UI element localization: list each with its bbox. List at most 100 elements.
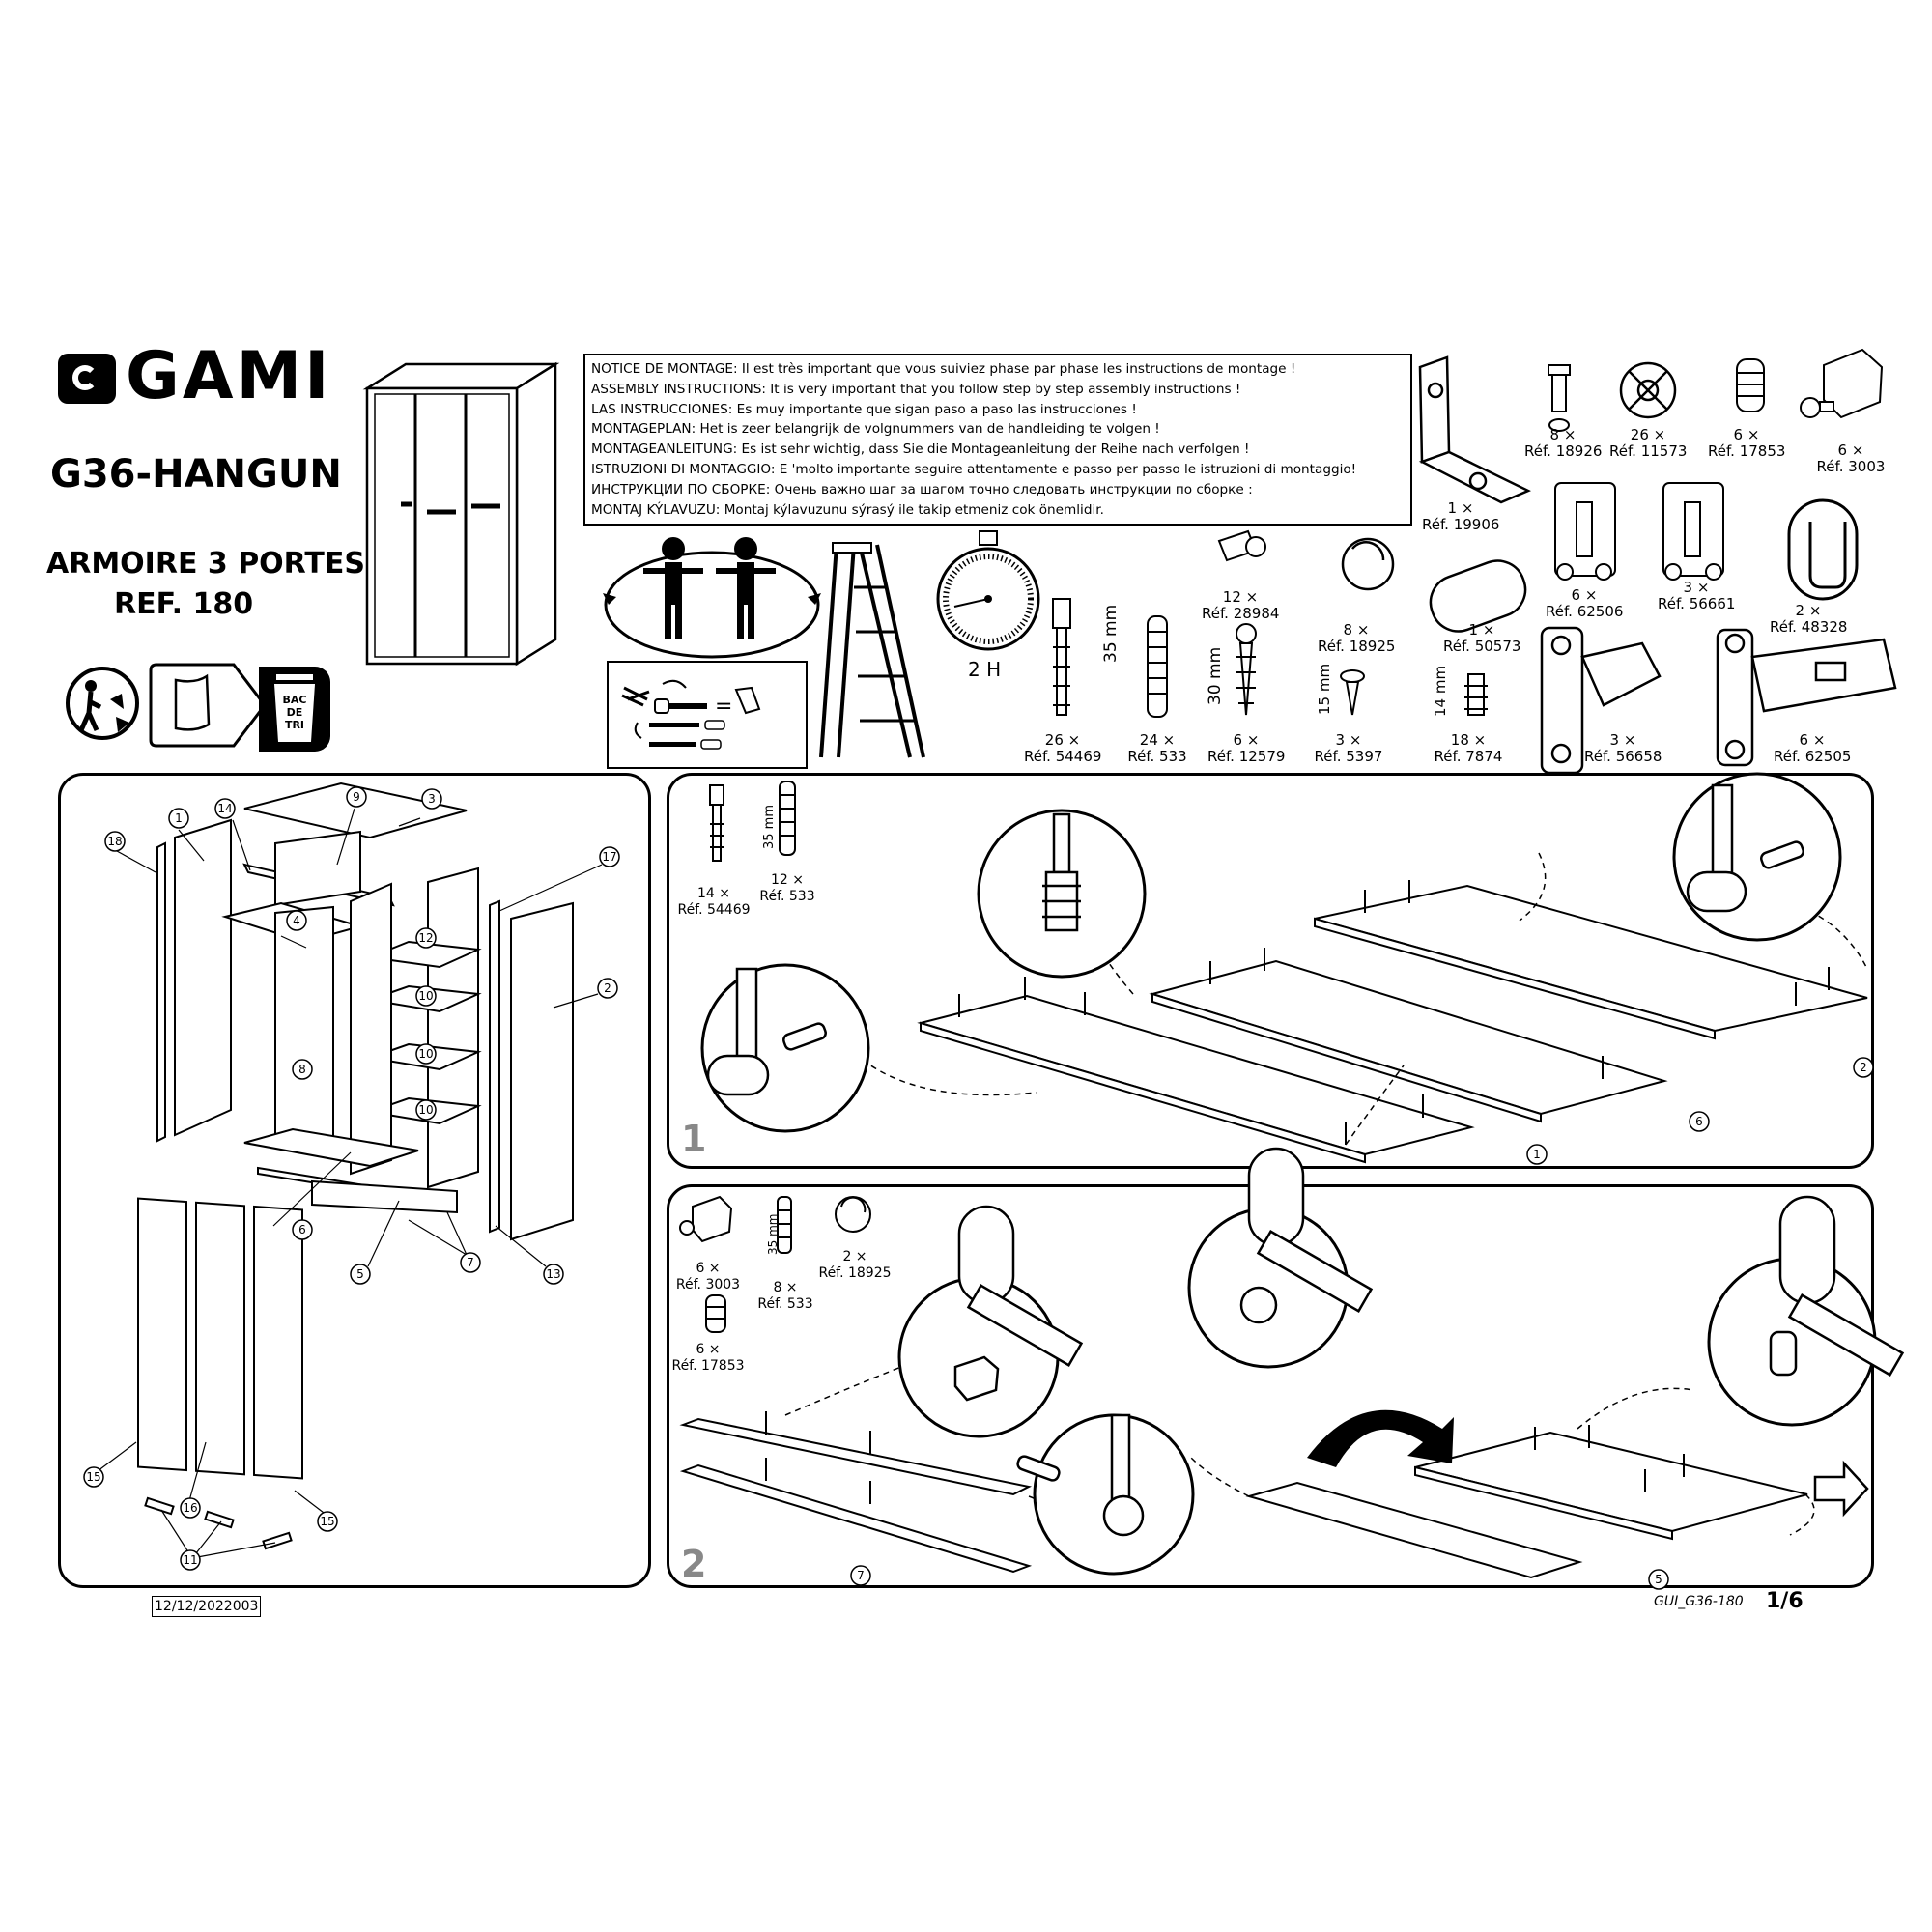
step-1-callout-6: 6 [1695, 1115, 1703, 1128]
callout-16: 16 [183, 1501, 197, 1515]
cam-lock-icon [1619, 361, 1677, 419]
screw-30mm-icon [1236, 623, 1257, 716]
connector-block-icon [1800, 348, 1884, 419]
screw30-size-label: 30 mm [1206, 646, 1225, 705]
notice-line-it: ISTRUZIONI DI MONTAGGIO: E 'molto import… [591, 461, 1357, 477]
brand-name: GAMI [126, 338, 332, 414]
notice-line-de: MONTAGEANLEITUNG: Es ist sehr wichtig, d… [591, 441, 1250, 458]
notice-line-ru: ИНСТРУКЦИИ ПО СБОРКЕ: Очень важно шаг за… [591, 481, 1253, 497]
shelf-support-icon [1217, 529, 1266, 562]
callout-9: 9 [353, 790, 360, 804]
part-label-11573: 26 ×Réf. 11573 [1609, 426, 1688, 460]
screw15-size-label: 15 mm [1316, 663, 1333, 715]
callout-17: 17 [602, 850, 616, 864]
recycle-icon [66, 667, 139, 740]
callout-5: 5 [356, 1267, 364, 1281]
two-persons-icon [603, 537, 821, 659]
callout-12: 12 [418, 931, 433, 945]
callout-18: 18 [107, 835, 122, 848]
svg-text:=: = [715, 695, 732, 719]
part-label-17853: 6 ×Réf. 17853 [1708, 426, 1786, 460]
part-label-3003: 6 ×Réf. 3003 [1816, 441, 1886, 475]
step-2-drawing: 7 5 [679, 1147, 1905, 1590]
model-title: G36-HANGUN [50, 452, 342, 497]
screw14-size-label: 14 mm [1432, 665, 1449, 717]
step-1-part-533: 12 ×Réf. 533 [759, 872, 815, 904]
screw-dowel-icon [1052, 598, 1071, 716]
corner-bracket-icon [1418, 355, 1532, 504]
callout-7: 7 [467, 1256, 474, 1269]
stopwatch-icon [936, 530, 1040, 651]
step-2-callout-5: 5 [1655, 1573, 1662, 1586]
product-ref: REF. 180 [114, 587, 254, 621]
callout-11: 11 [183, 1553, 197, 1567]
screw-15mm-icon [1340, 669, 1365, 716]
part-label-5397: 3 ×Réf. 5397 [1314, 731, 1383, 765]
callout-10a: 10 [418, 989, 433, 1003]
step-2-hardware [679, 1195, 871, 1333]
step-2-part-17853: 6 ×Réf. 17853 [671, 1342, 745, 1374]
callout-1: 1 [175, 811, 183, 825]
footer-date: 12/12/2022003 [152, 1596, 262, 1617]
callout-14: 14 [217, 802, 232, 815]
step-1-number: 1 [681, 1118, 707, 1160]
screw-14mm-icon [1464, 673, 1488, 716]
callout-10c: 10 [418, 1103, 433, 1117]
next-page-arrow-icon [1813, 1460, 1869, 1518]
tools-box: = [607, 661, 808, 769]
ladder-icon [819, 542, 925, 758]
trash-bin-icon [274, 674, 315, 742]
rotate-arrow-icon [1307, 1409, 1454, 1467]
part-label-54469: 26 ×Réf. 54469 [1024, 731, 1102, 765]
part-label-48328: 2 ×Réf. 48328 [1770, 602, 1848, 636]
step-2-part-3003: 6 ×Réf. 3003 [675, 1261, 741, 1293]
step-1-drawing: 1 6 2 [700, 772, 1874, 1165]
threaded-insert-icon [1736, 358, 1765, 412]
callout-10b: 10 [418, 1047, 433, 1061]
callout-13: 13 [546, 1267, 560, 1281]
notice-line-nl: MONTAGEPLAN: Het is zeer belangrijk de v… [591, 421, 1160, 438]
hinge-plate-icon [1554, 482, 1724, 581]
part-label-50573: 1 ×Réf. 50573 [1443, 621, 1521, 655]
callout-15a: 15 [86, 1470, 100, 1484]
notice-line-tr: MONTAJ KÝLAVUZU: Montaj kýlavuzunu sýras… [591, 501, 1104, 518]
part-label-7874: 18 ×Réf. 7874 [1434, 731, 1503, 765]
step-2-panel: 2 35 mm 6 ×Réf. 3003 8 ×Réf. 533 2 ×Réf.… [667, 1147, 1905, 1590]
footer-page-number: 1/6 [1766, 1589, 1804, 1613]
brand-logo-icon [58, 354, 116, 404]
paper-recycle-icon [149, 663, 267, 748]
callout-4: 4 [293, 914, 300, 927]
callout-3: 3 [428, 792, 436, 806]
part-label-56658: 3 ×Réf. 56658 [1584, 731, 1662, 765]
part-label-19906: 1 ×Réf. 19906 [1422, 499, 1500, 533]
hardware-row2-icons [1052, 598, 1897, 775]
part-label-28984: 12 ×Réf. 28984 [1202, 588, 1280, 622]
recycle-bin-text: BAC DE TRI [282, 694, 307, 731]
inset-hinge-icon [1716, 628, 1897, 767]
callout-2: 2 [604, 981, 611, 995]
footer-doc-code: GUI_G36-180 [1654, 1594, 1744, 1609]
step-2-callout-7: 7 [857, 1569, 865, 1582]
part-label-56661: 3 ×Réf. 56661 [1658, 579, 1736, 612]
step-1-callout-2: 2 [1860, 1061, 1867, 1074]
notice-line-es: LAS INSTRUCCIONES: Es muy importante que… [591, 401, 1137, 417]
wardrobe-thumbnail [362, 361, 560, 667]
step-2-part-18925: 2 ×Réf. 18925 [818, 1249, 892, 1281]
step-2-number: 2 [681, 1543, 707, 1585]
step-1-part-54469: 14 ×Réf. 54469 [677, 886, 751, 918]
tools-icon: = [621, 679, 761, 750]
step-1-panel: 1 35 mm 14 ×Réf. 54469 12 ×Réf. 533 [667, 772, 1874, 1169]
part-label-62505: 6 ×Réf. 62505 [1774, 731, 1852, 765]
step-1-hardware [709, 781, 796, 862]
hardware-icons [1217, 348, 1884, 633]
part-label-533: 24 ×Réf. 533 [1127, 731, 1187, 765]
callout-8: 8 [298, 1063, 306, 1076]
step-1-callout-1: 1 [1533, 1148, 1541, 1161]
wood-dowel-icon [1147, 615, 1168, 718]
notice-line-fr: NOTICE DE MONTAGE: Il est très important… [591, 361, 1296, 377]
callout-15b: 15 [320, 1515, 334, 1528]
assembly-notice: NOTICE DE MONTAGE: Il est très important… [583, 354, 1412, 526]
dowel-size-label: 35 mm [1101, 604, 1121, 663]
product-name: ARMOIRE 3 PORTES [46, 547, 365, 581]
knob-handle-icon [1429, 559, 1527, 633]
